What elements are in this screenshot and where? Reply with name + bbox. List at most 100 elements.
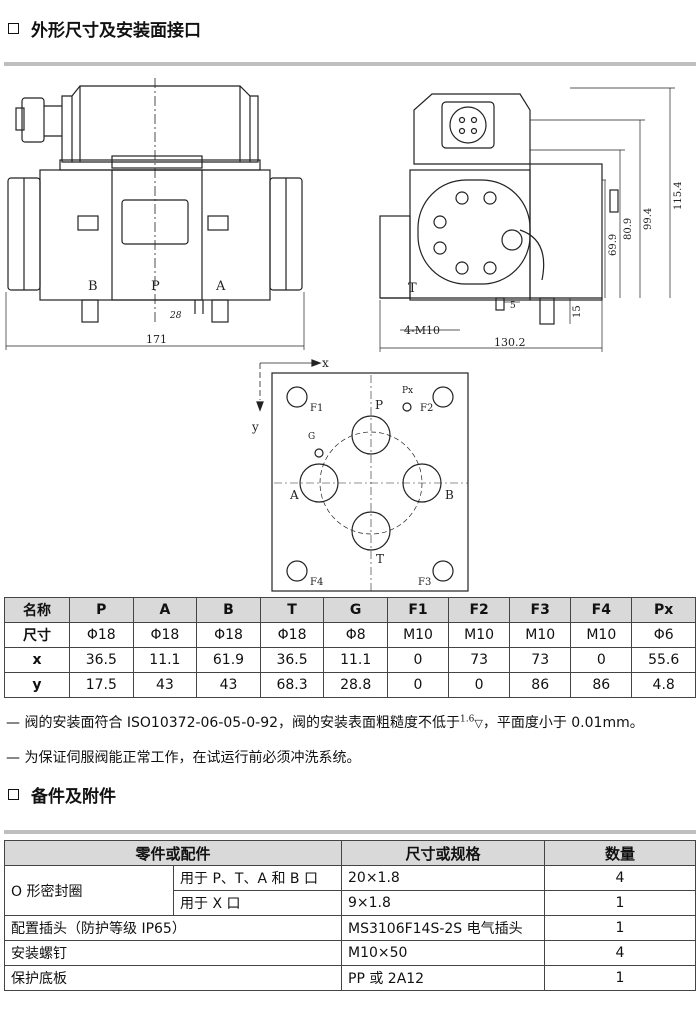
section-heading-dimensions: 外形尺寸及安装面接口 <box>8 16 201 41</box>
hole-label-f2: F2 <box>420 403 433 414</box>
table-header-cell: P <box>69 597 134 623</box>
checkbox-square-icon <box>8 23 19 34</box>
part-use: 用于 X 口 <box>173 890 342 916</box>
part-qty: 4 <box>544 865 696 891</box>
dim-99: 99.4 <box>643 208 654 230</box>
table-cell: 43 <box>132 672 198 698</box>
part-name: O 形密封圈 <box>4 865 174 916</box>
table-header-cell: T <box>259 597 325 623</box>
table-header-cell: F4 <box>570 597 633 623</box>
divider <box>4 62 696 66</box>
axis-x-label: x <box>322 356 329 370</box>
table-cell: 0 <box>570 647 633 673</box>
part-spec: 9×1.8 <box>341 890 545 916</box>
table-cell: 11.1 <box>323 647 388 673</box>
part-name: 安装螺钉 <box>4 940 342 966</box>
table-header-row: 名称 P A B T G F1 F2 F3 F4 Px <box>4 597 696 623</box>
part-spec: MS3106F14S-2S 电气插头 <box>341 915 545 941</box>
hole-label-a: A <box>289 488 299 502</box>
table-cell: 17.5 <box>69 672 134 698</box>
port-label-a: A <box>215 279 226 294</box>
table-header-row: 零件或配件 尺寸或规格 数量 <box>4 840 696 866</box>
checkbox-square-icon <box>8 789 19 800</box>
note-text: — 阀的安装面符合 ISO10372-06-05-0-92，阀的安装表面粗糙度不… <box>6 715 461 731</box>
hole-label-g: G <box>308 432 315 442</box>
table-cell: 68.3 <box>259 672 325 698</box>
front-view-drawing: B P A 28 171 <box>5 78 305 350</box>
part-spec: 20×1.8 <box>341 865 545 891</box>
hole-label-f4: F4 <box>310 577 323 588</box>
axis-y-label: y <box>251 420 259 434</box>
port-label-p: P <box>151 279 160 294</box>
part-name: 保护底板 <box>4 965 342 991</box>
table-header-cell: 零件或配件 <box>4 840 342 866</box>
part-qty: 1 <box>544 915 696 941</box>
table-cell: M10 <box>570 622 633 648</box>
dim-15: 15 <box>572 305 583 318</box>
note-mounting: — 阀的安装面符合 ISO10372-06-05-0-92，阀的安装表面粗糙度不… <box>6 712 644 732</box>
table-cell: 0 <box>386 672 450 698</box>
parts-table: 零件或配件 尺寸或规格 数量 O 形密封圈 用于 P、T、A 和 B 口 20×… <box>4 840 696 991</box>
table-row: O 形密封圈 用于 P、T、A 和 B 口 20×1.8 4 <box>4 865 696 916</box>
section-heading-parts: 备件及附件 <box>8 782 116 807</box>
table-cell: 86 <box>570 672 633 698</box>
table-cell: 61.9 <box>196 647 261 673</box>
table-cell: Φ18 <box>132 622 198 648</box>
hole-label-f3: F3 <box>418 577 431 588</box>
hole-label-f1: F1 <box>310 403 323 414</box>
part-name: 配置插头（防护等级 IP65） <box>4 915 342 941</box>
hole-label-px: Px <box>402 386 413 396</box>
divider <box>4 830 696 834</box>
table-cell: 73 <box>509 647 572 673</box>
table-cell: 86 <box>509 672 572 698</box>
part-use: 用于 P、T、A 和 B 口 <box>173 865 342 891</box>
table-header-cell: A <box>132 597 198 623</box>
table-row: 安装螺钉 M10×50 4 <box>4 940 696 966</box>
mounting-face-drawing: x y F1 P Px F2 G A B T F4 F3 <box>251 356 469 592</box>
port-label-t: T <box>408 281 417 296</box>
part-qty: 1 <box>544 965 696 991</box>
dim-front-width: 171 <box>146 333 167 346</box>
section-title: 外形尺寸及安装面接口 <box>31 21 201 41</box>
table-cell: 0 <box>448 672 511 698</box>
bolt-label: 4-M10 <box>404 324 440 337</box>
table-row: 尺寸 Φ18 Φ18 Φ18 Φ18 Φ8 M10 M10 M10 M10 Φ6 <box>4 622 696 648</box>
table-header-cell: F1 <box>386 597 450 623</box>
table-cell: 11.1 <box>132 647 198 673</box>
port-label-b: B <box>88 279 98 294</box>
roughness-icon: ▽ <box>474 717 483 730</box>
table-row: x 36.5 11.1 61.9 36.5 11.1 0 73 73 0 55.… <box>4 647 696 673</box>
table-header-cell: G <box>323 597 388 623</box>
dim-115: 115.4 <box>673 181 684 210</box>
table-header-cell: F2 <box>448 597 511 623</box>
table-cell: 36.5 <box>259 647 325 673</box>
part-spec: PP 或 2A12 <box>341 965 545 991</box>
row-label: x <box>4 647 70 673</box>
table-cell: Φ6 <box>631 622 696 648</box>
hole-label-b: B <box>445 488 454 502</box>
table-cell: 0 <box>386 647 450 673</box>
row-label: y <box>4 672 70 698</box>
part-qty: 4 <box>544 940 696 966</box>
table-cell: Φ18 <box>69 622 134 648</box>
dim-side-width: 130.2 <box>494 336 526 349</box>
table-header-cell: Px <box>631 597 696 623</box>
table-cell: 36.5 <box>69 647 134 673</box>
table-header-cell: 数量 <box>544 840 696 866</box>
roughness-value: 1.6 <box>460 714 475 725</box>
table-header-cell: 名称 <box>4 597 70 623</box>
hole-label-p: P <box>375 398 383 412</box>
table-cell: M10 <box>509 622 572 648</box>
part-spec: M10×50 <box>341 940 545 966</box>
table-header-cell: 尺寸或规格 <box>341 840 545 866</box>
table-header-cell: B <box>196 597 261 623</box>
side-view-drawing: T 4-M10 130.2 115.4 99.4 80.9 69.9 15 5 <box>379 87 684 352</box>
table-cell: M10 <box>448 622 511 648</box>
dim-80: 80.9 <box>623 218 634 240</box>
table-row: y 17.5 43 43 68.3 28.8 0 0 86 86 4.8 <box>4 672 696 698</box>
table-cell: Φ18 <box>196 622 261 648</box>
note-flush: — 为保证伺服阀能正常工作，在试运行前必须冲洗系统。 <box>6 750 361 766</box>
table-cell: 73 <box>448 647 511 673</box>
part-qty: 1 <box>544 890 696 916</box>
table-cell: 28.8 <box>323 672 388 698</box>
